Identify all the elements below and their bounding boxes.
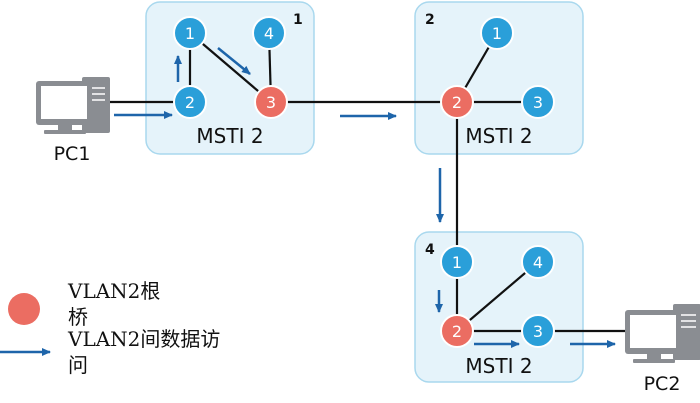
node-label: 1 bbox=[452, 253, 462, 272]
legend-root-bridge-text-line2: 桥 bbox=[68, 305, 88, 329]
link-r1n1-r1n3 bbox=[189, 32, 272, 103]
pc2-computer-icon bbox=[625, 304, 700, 363]
node-label: 4 bbox=[533, 253, 543, 272]
node-label: 2 bbox=[185, 93, 195, 112]
region-label: MSTI 2 bbox=[465, 354, 532, 378]
root-bridge-node bbox=[440, 314, 474, 348]
region-number: 2 bbox=[425, 12, 435, 28]
node-label: 2 bbox=[452, 322, 462, 341]
bridge-node bbox=[173, 85, 207, 119]
node-label: 1 bbox=[492, 24, 502, 43]
bridge-node bbox=[252, 16, 286, 50]
bridge-node bbox=[521, 314, 555, 348]
legend-access-text-line1: VLAN2间数据访 bbox=[67, 327, 220, 351]
legend-root-bridge-swatch bbox=[8, 293, 40, 325]
region-2-nodes: 1 2 3 bbox=[440, 16, 555, 119]
region-4-nodes: 1 4 2 3 bbox=[440, 245, 555, 348]
region-label: MSTI 2 bbox=[465, 124, 532, 148]
access-arrow bbox=[217, 47, 251, 75]
pc2-label: PC2 bbox=[644, 373, 681, 395]
legend-access-text-line2: 问 bbox=[68, 353, 88, 377]
bridge-node bbox=[521, 85, 555, 119]
access-arrows bbox=[114, 47, 616, 348]
region-number: 1 bbox=[293, 12, 303, 28]
node-label: 3 bbox=[266, 93, 276, 112]
region-1-nodes: 1 4 2 3 bbox=[173, 16, 288, 119]
pc1-computer-icon bbox=[36, 77, 110, 134]
region-label: MSTI 2 bbox=[196, 124, 263, 148]
bridge-node bbox=[521, 245, 555, 279]
bridge-node bbox=[480, 16, 514, 50]
node-label: 3 bbox=[533, 93, 543, 112]
legend: VLAN2根 桥 VLAN2间数据访 问 bbox=[0, 279, 220, 377]
bridge-node bbox=[440, 245, 474, 279]
node-label: 1 bbox=[185, 24, 195, 43]
link-r4n2-r4n4 bbox=[456, 261, 539, 332]
legend-root-bridge-text-line1: VLAN2根 bbox=[67, 279, 160, 303]
root-bridge-node bbox=[254, 85, 288, 119]
root-bridge-node bbox=[440, 85, 474, 119]
node-label: 3 bbox=[533, 322, 543, 341]
bridge-node bbox=[173, 16, 207, 50]
node-label: 2 bbox=[452, 93, 462, 112]
pc1-label: PC1 bbox=[54, 143, 91, 165]
region-number: 4 bbox=[425, 242, 435, 258]
node-label: 4 bbox=[264, 24, 274, 43]
